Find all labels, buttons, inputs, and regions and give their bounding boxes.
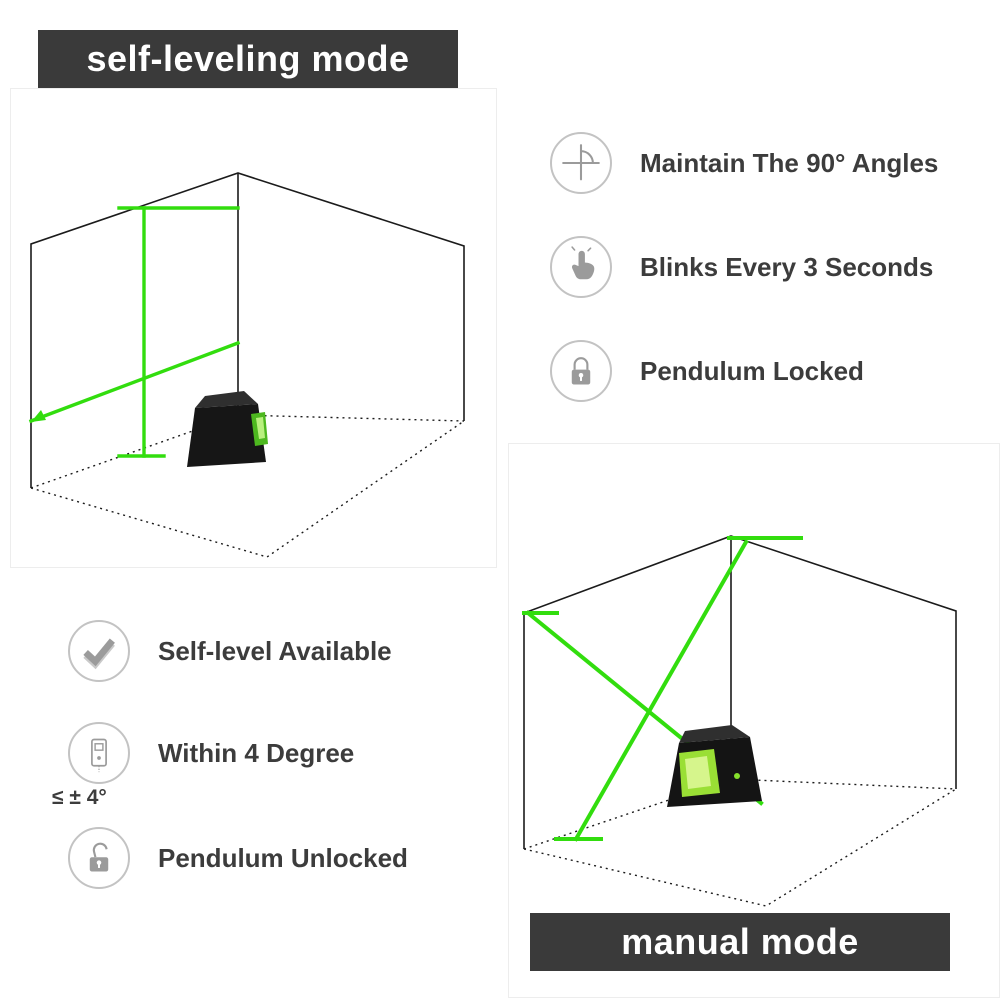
feature-row-blinks: Blinks Every 3 Seconds — [550, 236, 933, 298]
feature-label: Maintain The 90° Angles — [640, 147, 939, 178]
room-hidden-edges — [523, 778, 957, 907]
feature-row-within-4-degree: Within 4 Degree — [68, 722, 354, 784]
room-hidden-edges — [30, 414, 465, 558]
lock-closed-icon — [571, 357, 591, 385]
icon-circle — [550, 340, 612, 402]
icon-circle — [550, 236, 612, 298]
feature-label: Pendulum Unlocked — [158, 842, 408, 873]
feature-row-maintain-90: Maintain The 90° Angles — [550, 132, 938, 194]
laser-cross-lines — [28, 206, 241, 458]
manual-mode-scene — [508, 443, 1000, 998]
icon-circle — [68, 722, 130, 784]
manual-room-diagram — [522, 535, 957, 907]
laser-level-device — [667, 725, 762, 807]
check-icon — [83, 638, 115, 670]
feature-label: Pendulum Locked — [640, 355, 864, 386]
icon-circle — [68, 620, 130, 682]
feature-row-self-level: Self-level Available — [68, 620, 392, 682]
tilt-range-icon — [91, 738, 107, 773]
manual-mode-banner: manual mode — [530, 913, 950, 971]
feature-label: Within 4 Degree — [158, 737, 355, 768]
feature-label: Blinks Every 3 Seconds — [640, 251, 934, 282]
laser-arrowhead — [31, 410, 46, 422]
tilt-range-note: ≤ ± 4° — [52, 786, 107, 809]
room-wireframe — [30, 172, 465, 488]
angle-90-icon — [562, 144, 600, 181]
feature-label: Self-level Available — [158, 635, 392, 666]
hand-press-icon — [571, 246, 595, 280]
self-leveling-room-diagram — [28, 172, 465, 558]
self-leveling-scene — [10, 88, 497, 568]
icon-circle — [550, 132, 612, 194]
self-leveling-mode-banner: self-leveling mode — [38, 30, 458, 88]
laser-level-device — [187, 391, 268, 467]
icon-circle — [68, 827, 130, 889]
feature-row-pendulum-unlocked: Pendulum Unlocked — [68, 827, 408, 889]
lock-open-icon — [89, 842, 109, 872]
feature-row-pendulum-locked: Pendulum Locked — [550, 340, 864, 402]
